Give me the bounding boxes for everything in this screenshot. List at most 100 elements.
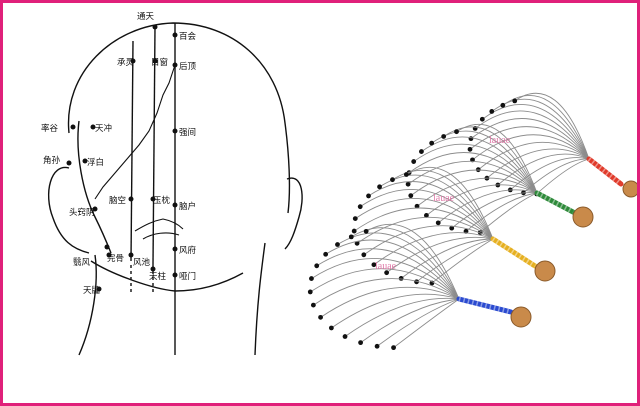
- point-dot: [90, 124, 96, 130]
- right-ear: [284, 177, 303, 250]
- wire-tip: [323, 251, 329, 257]
- massager-wire: [408, 152, 538, 194]
- point-dot: [172, 128, 178, 134]
- label-qiangjian: 强间: [179, 128, 196, 138]
- point-dot: [152, 58, 158, 64]
- wire-tip: [391, 345, 396, 351]
- point-dot: [172, 32, 178, 38]
- massager-wire: [386, 236, 494, 274]
- point-dot: [92, 206, 98, 212]
- massager-wire: [437, 189, 538, 224]
- wire-tip: [357, 204, 363, 210]
- point-dot: [172, 272, 178, 278]
- acupoint-dots: [66, 24, 178, 292]
- label-naohu: 脑户: [179, 201, 196, 212]
- meridian-line: [77, 120, 112, 254]
- point-dot: [150, 196, 156, 202]
- label-naokong: 脑空: [109, 195, 126, 206]
- wire-tip: [414, 203, 420, 209]
- massager-wire: [376, 298, 460, 347]
- massager-wire: [482, 104, 590, 160]
- watermark: lauae: [433, 193, 455, 204]
- massager-wire: [406, 166, 494, 240]
- massager-wire: [431, 130, 538, 194]
- massager-handle: [456, 296, 514, 315]
- label-tianzhu: 天柱: [149, 271, 167, 282]
- massager-wire: [474, 110, 590, 160]
- head-acupoint-diagram: [48, 22, 303, 356]
- point-dot: [128, 252, 134, 258]
- point-dot: [82, 158, 88, 164]
- massager-wire: [359, 189, 494, 240]
- massager-wire: [486, 148, 590, 179]
- point-dot: [152, 24, 158, 30]
- massager-wire: [379, 174, 494, 240]
- neck-left: [78, 254, 97, 356]
- massager-wire: [416, 177, 538, 207]
- watermark: lauae: [489, 135, 511, 146]
- wire-tip: [371, 262, 377, 268]
- massager-wire: [363, 225, 494, 256]
- wire-tip: [314, 263, 320, 269]
- skull-outline: [67, 22, 291, 214]
- point-dot: [104, 244, 110, 250]
- suture-line: [94, 64, 176, 200]
- point-dot: [106, 252, 112, 258]
- massager-unit: [351, 166, 556, 286]
- wire-tip: [310, 302, 316, 308]
- wooden-ball: [534, 260, 556, 282]
- wire-tip: [352, 216, 358, 222]
- watermark: lauae: [375, 261, 397, 272]
- massager-wire: [407, 160, 538, 194]
- massager-wire: [310, 268, 460, 300]
- wire-tip: [361, 252, 367, 258]
- massager-wire: [320, 286, 460, 318]
- wire-tip: [479, 116, 485, 122]
- massager-wire: [477, 141, 590, 171]
- watermarks: lauae lauae lauae: [375, 135, 511, 272]
- label-tianchong: 天冲: [95, 123, 112, 134]
- point-dot: [128, 196, 134, 202]
- massager-unit: [467, 92, 637, 198]
- wire-tip: [454, 129, 459, 135]
- occipital-curve: [134, 218, 184, 232]
- left-ear: [48, 166, 90, 254]
- wooden-ball: [572, 206, 594, 228]
- massager-wire: [311, 258, 460, 300]
- label-touqiaoyin: 头窍阴: [69, 207, 95, 218]
- label-jiaosun: 角孙: [43, 155, 61, 166]
- massager-wire: [368, 181, 494, 240]
- massager-wire: [313, 278, 460, 306]
- label-fengchi: 风池: [133, 257, 151, 268]
- wire-tip: [423, 213, 429, 218]
- label-houding: 后顶: [179, 61, 197, 72]
- massager-wire: [325, 239, 460, 300]
- wooden-ball: [622, 180, 637, 198]
- massager-wire: [514, 92, 590, 160]
- wire-tip: [351, 228, 357, 234]
- massager-wire: [400, 238, 494, 279]
- massager-handle: [586, 156, 624, 187]
- point-dot: [150, 266, 156, 272]
- label-mucuang: 目窗: [151, 57, 168, 68]
- massager-wire: [344, 297, 460, 337]
- wire-tip: [512, 98, 518, 104]
- meridian-line: [130, 40, 134, 262]
- massager-wire: [393, 298, 460, 348]
- point-dot: [66, 160, 72, 166]
- label-tianrong: 天牖: [83, 285, 101, 296]
- point-dot: [172, 246, 178, 252]
- head-massager-product: [307, 92, 637, 351]
- massager-wire: [509, 157, 590, 191]
- massager-wire: [472, 134, 590, 161]
- massager-wire: [426, 184, 538, 216]
- point-dot: [172, 202, 178, 208]
- composite-illustration: 通天 百会 承灵 目窗 后顶 率谷 天冲 强间 角孙 浮白 脑空 玉枕 脑户 头…: [41, 11, 637, 356]
- massager-wire: [469, 126, 590, 160]
- wire-tip: [377, 184, 382, 190]
- wire-tip: [358, 340, 363, 346]
- label-tongtian: 通天: [137, 11, 155, 22]
- label-fengfu: 风府: [179, 245, 197, 256]
- massager-wire: [451, 192, 538, 229]
